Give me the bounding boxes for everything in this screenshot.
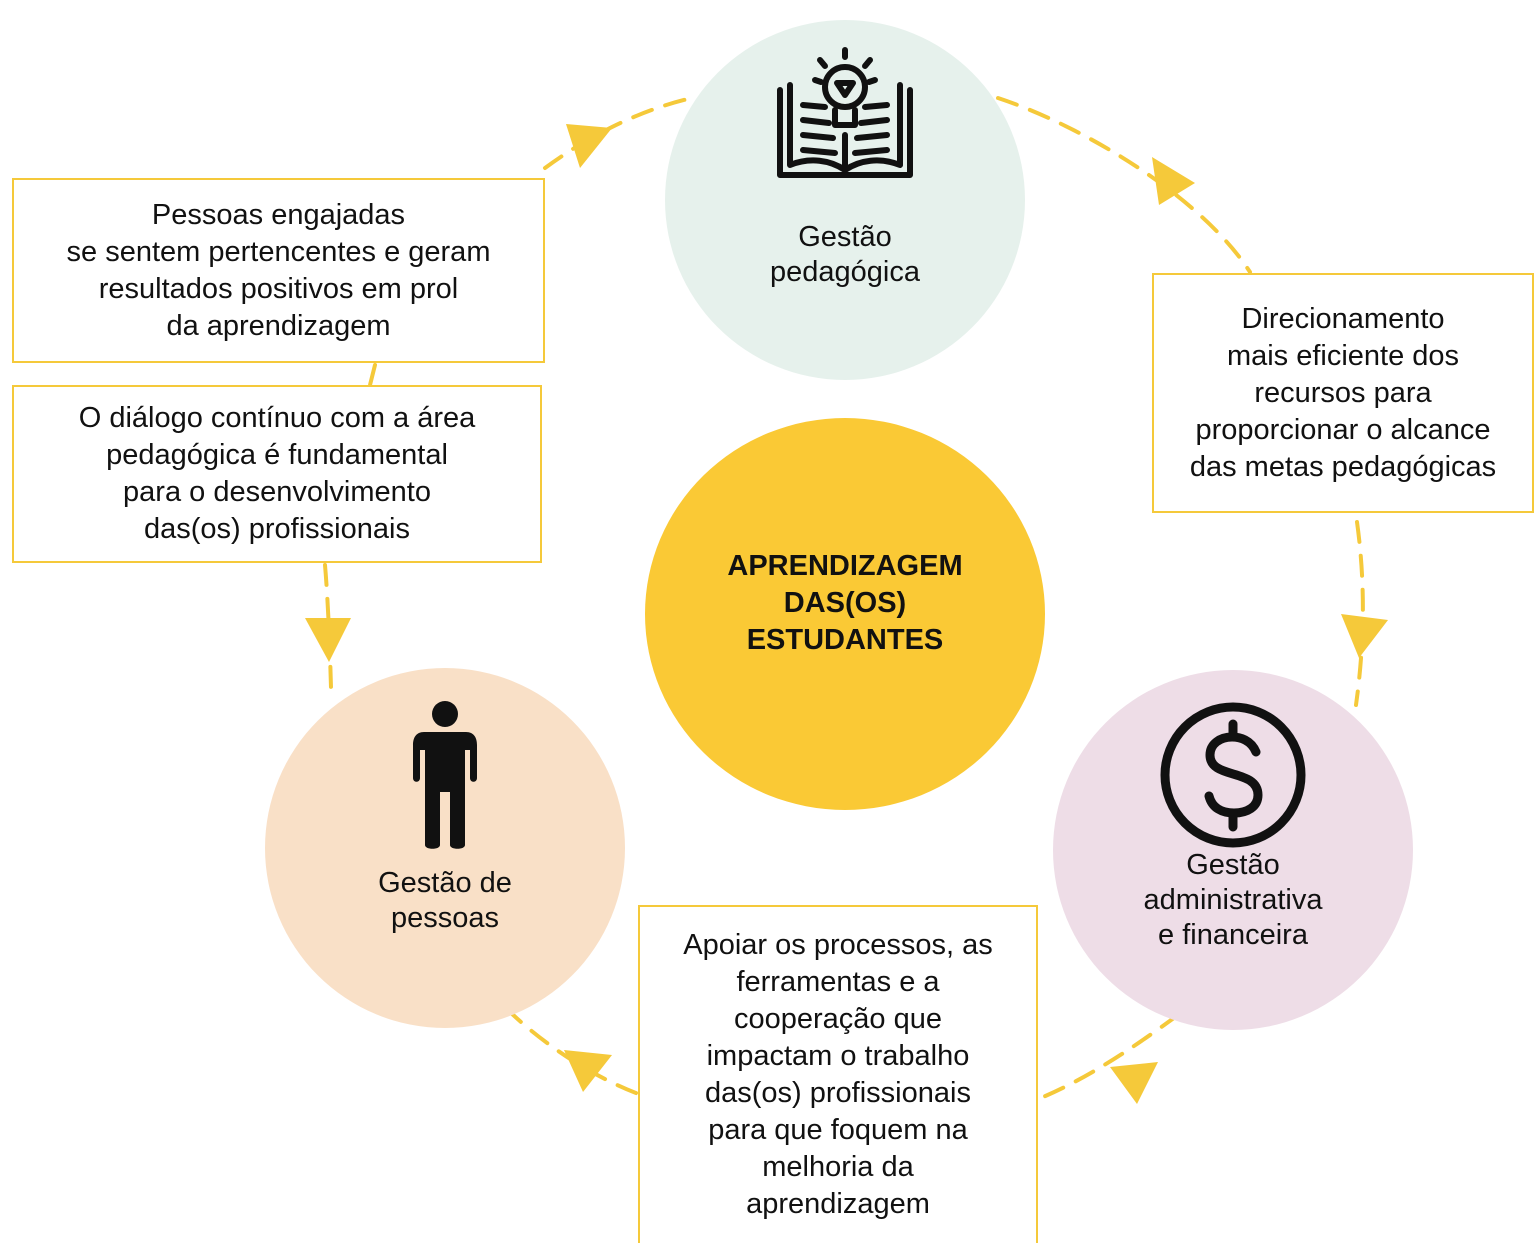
arrowhead-to-administrativa <box>1341 614 1388 658</box>
person-icon <box>413 701 477 849</box>
node-gestao-administrativa: Gestão administrativa e financeira <box>1053 670 1413 1030</box>
arrowhead-to-pessoas-from-dialogo <box>305 618 351 662</box>
connector-pedagogica-to-direcionamento <box>996 96 1252 274</box>
box-apoiar-processos: Apoiar os processos, as ferramentas e a … <box>638 905 1038 1243</box>
dollar-circle-icon <box>1160 702 1306 848</box>
arrowhead-to-direcionamento <box>1152 157 1195 205</box>
connector-dialogo-to-pessoas <box>323 563 333 690</box>
connector-engajadas-to-pedagogica <box>543 96 694 170</box>
box-pessoas-engajadas: Pessoas engajadas se sentem pertencentes… <box>12 178 545 363</box>
arrowhead-to-apoiar <box>1110 1062 1158 1104</box>
node-gestao-pessoas: Gestão de pessoas <box>265 668 625 1028</box>
center-circle: APRENDIZAGEM DAS(OS) ESTUDANTES <box>645 418 1045 810</box>
connector-direcionamento-to-administrativa <box>1354 520 1365 707</box>
arrowhead-to-pessoas <box>564 1050 612 1092</box>
node-label-pessoas: Gestão de pessoas <box>378 867 512 934</box>
box-direcionamento: Direcionamento mais eficiente dos recurs… <box>1152 273 1534 513</box>
box-dialogo-continuo: O diálogo contínuo com a área pedagógica… <box>12 385 542 563</box>
node-label-pedagogica: Gestão pedagógica <box>770 221 920 288</box>
center-label: APRENDIZAGEM DAS(OS) ESTUDANTES <box>727 550 963 656</box>
connector-administrativa-to-apoiar <box>1034 1013 1180 1102</box>
node-gestao-pedagogica: Gestão pedagógica <box>665 20 1025 380</box>
node-label-administrativa: Gestão administrativa e financeira <box>1143 849 1323 951</box>
arrowhead-to-pedagogica <box>566 124 612 168</box>
book-lightbulb-icon <box>777 47 913 178</box>
connector-engajadas-to-dialogo <box>368 363 377 387</box>
